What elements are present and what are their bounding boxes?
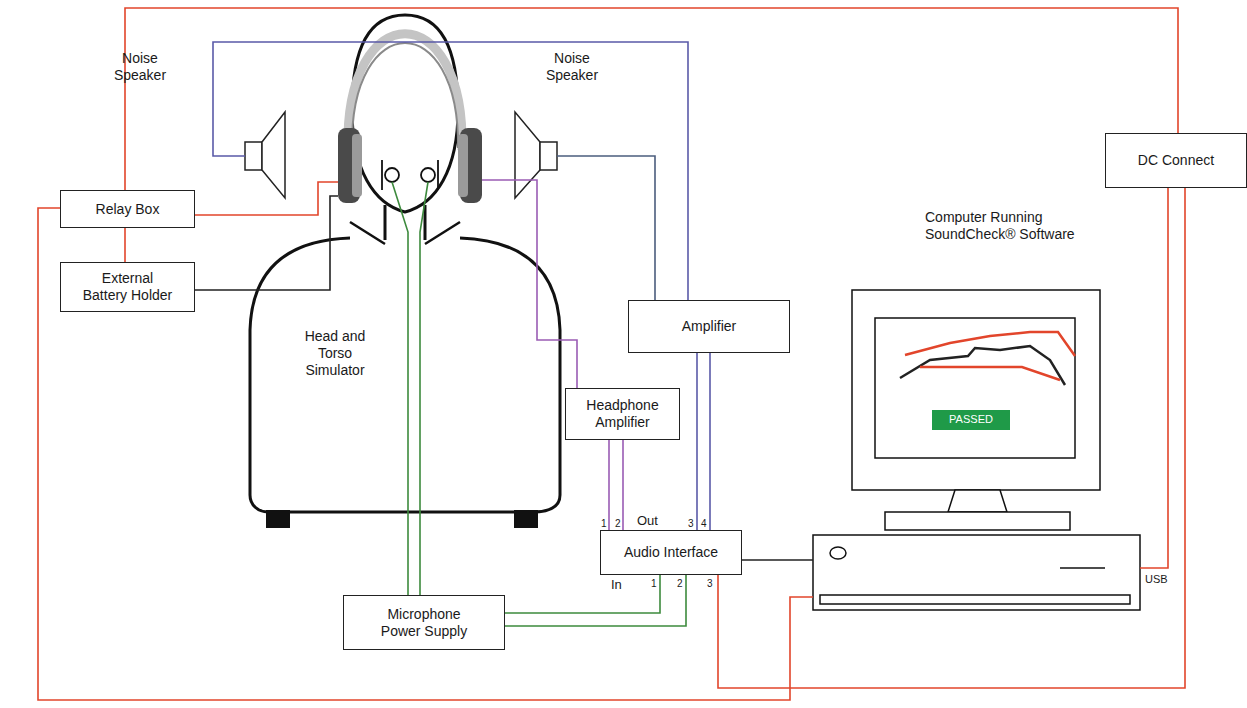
wire-connector bbox=[124, 228, 126, 262]
wire-connector bbox=[195, 182, 338, 215]
wire-connector bbox=[505, 575, 686, 626]
wire-connector bbox=[213, 42, 688, 300]
speaker-label: Noise Speaker bbox=[500, 50, 620, 200]
battery-holder: External Battery Holder bbox=[60, 262, 195, 312]
wire-connector bbox=[742, 559, 813, 561]
node-label: External Battery Holder bbox=[79, 270, 177, 304]
wire-connector bbox=[195, 196, 338, 290]
pin-number: 1 bbox=[651, 578, 657, 589]
node-label: Head and Torso Simulator bbox=[295, 328, 375, 378]
node-label: Noise Speaker bbox=[100, 50, 180, 84]
node-label: Audio Interface bbox=[624, 544, 718, 561]
dc-connect: DC Connect bbox=[1105, 133, 1247, 188]
wire-connector bbox=[718, 188, 1185, 688]
pin-number: 3 bbox=[688, 518, 694, 529]
node-label: DC Connect bbox=[1138, 152, 1214, 169]
wire-connector bbox=[38, 208, 813, 700]
port-label: USB bbox=[1145, 573, 1168, 585]
manikin-figure bbox=[250, 15, 560, 528]
node-label: Microphone Power Supply bbox=[374, 606, 474, 640]
node-label: Amplifier bbox=[682, 318, 736, 335]
node-label: Headphone Amplifier bbox=[573, 397, 673, 431]
wire-connector bbox=[125, 8, 1178, 190]
node-label: Noise Speaker bbox=[532, 50, 612, 84]
port-group-label: Out bbox=[637, 514, 658, 528]
screen-chart bbox=[900, 332, 1075, 385]
wire-connector bbox=[609, 440, 623, 530]
wire-connector bbox=[1140, 188, 1168, 568]
status-badge: PASSED bbox=[932, 410, 1010, 430]
computer: Computer Running SoundCheck® SoftwarePAS… bbox=[813, 205, 1140, 610]
wire-connector bbox=[392, 182, 428, 595]
speaker-label: Noise Speaker bbox=[100, 50, 290, 200]
computer-figure bbox=[813, 290, 1140, 610]
speaker-symbol bbox=[515, 112, 557, 198]
wire-connector bbox=[697, 353, 710, 530]
pin-number: 1 bbox=[601, 518, 607, 529]
manikin: Head and Torso Simulator bbox=[240, 10, 560, 535]
amplifier: Amplifier bbox=[628, 300, 790, 353]
pin-number: 2 bbox=[615, 518, 621, 529]
speaker-symbol bbox=[245, 112, 285, 198]
pin-number: 4 bbox=[701, 518, 707, 529]
pin-number: 3 bbox=[707, 578, 713, 589]
mic-power-supply: Microphone Power Supply bbox=[343, 595, 505, 650]
wire-connector bbox=[557, 156, 655, 300]
wire-connector bbox=[482, 180, 577, 388]
audio-interface: Audio Interface bbox=[600, 530, 742, 575]
node-label: Computer Running SoundCheck® Software bbox=[925, 209, 1100, 243]
pin-number: 2 bbox=[677, 578, 683, 589]
ear-microphone bbox=[382, 160, 438, 190]
headphone-amplifier: Headphone Amplifier bbox=[565, 388, 680, 440]
node-label: PASSED bbox=[949, 413, 993, 426]
relay-box: Relay Box bbox=[60, 190, 195, 228]
headphones bbox=[338, 34, 482, 203]
node-label: Relay Box bbox=[96, 201, 160, 218]
port-group-label: In bbox=[611, 578, 622, 592]
